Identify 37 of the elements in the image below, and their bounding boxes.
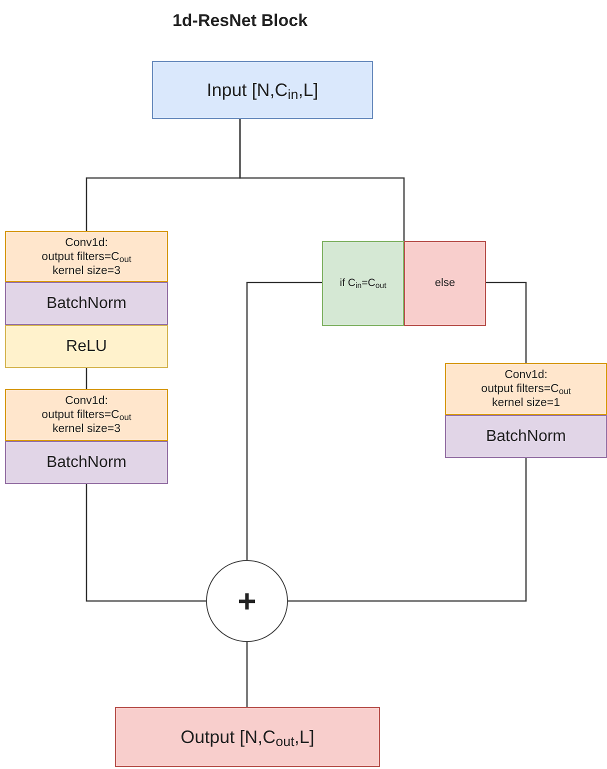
- node-label: Conv1d:: [504, 368, 548, 382]
- node-label: else: [434, 276, 456, 292]
- batchnorm-box: [445, 415, 607, 458]
- node-label: output filters=C$_{out}$: [42, 250, 132, 264]
- node-label: if C$_{in}$=C$_{out}$: [340, 276, 386, 292]
- connector-line: [288, 458, 527, 602]
- conv-layer-box: [445, 363, 607, 415]
- diagram-title: 1d-ResNet Block: [171, 10, 309, 32]
- connector-line: [86, 484, 206, 602]
- node-label: output filters=C$_{out}$: [42, 408, 132, 422]
- output-box: [115, 707, 380, 767]
- batchnorm-box: [5, 282, 168, 325]
- node-label: BatchNorm: [46, 294, 127, 314]
- node-label: BatchNorm: [46, 452, 127, 472]
- node-label: Input [N,C$_{in}$,L]: [206, 78, 318, 104]
- input-box: [152, 61, 373, 119]
- conv-layer-box: [5, 389, 168, 441]
- node-label: Conv1d:: [65, 394, 108, 408]
- node-label: Conv1d:: [65, 236, 108, 250]
- node-label: +: [238, 585, 256, 617]
- connector-line: [246, 282, 322, 560]
- node-label: Output [N,C$_{out}$,L]: [180, 726, 314, 750]
- conv-layer-box: [5, 231, 168, 282]
- condition-box: [322, 241, 404, 326]
- connector-line: [486, 282, 527, 363]
- relu-box: [5, 325, 168, 368]
- batchnorm-box: [5, 441, 168, 484]
- condition-box: [404, 241, 486, 326]
- connector-line: [246, 642, 248, 707]
- node-label: ReLU: [66, 336, 107, 356]
- node-label: BatchNorm: [486, 426, 566, 446]
- node-label: kernel size=1: [492, 396, 560, 410]
- connector-line: [239, 119, 405, 241]
- node-label: output filters=C$_{out}$: [481, 382, 571, 396]
- connector-line: [86, 368, 88, 389]
- node-label: kernel size=3: [52, 264, 121, 278]
- node-label: kernel size=3: [52, 422, 121, 436]
